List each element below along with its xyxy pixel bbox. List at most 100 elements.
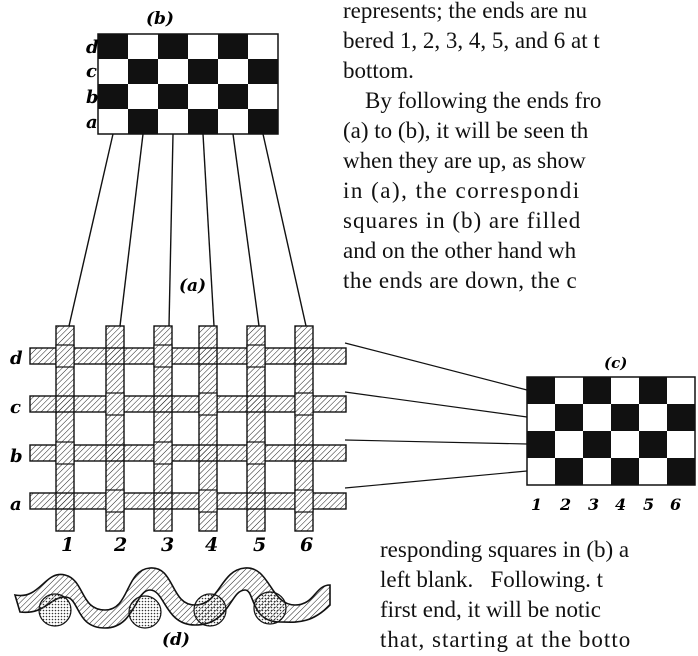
warp-over-weft [294,392,314,416]
text-column-bottom: responding squares in (b) a left blank. … [380,535,631,655]
design-b-filled-square [98,84,128,109]
figure-label-d: (d) [162,630,190,650]
row-label-a-a: a [10,494,22,515]
design-c-filled-square [611,458,639,485]
warp-over-weft [105,489,125,513]
weave-a [29,325,347,532]
row-label-b-b: b [86,87,99,108]
end-number-a-4: 4 [205,534,218,556]
connector-line [168,133,174,327]
warp-over-weft [294,489,314,513]
text-line: (a) to (b), it will be seen th [343,118,589,143]
row-label-a-b: b [10,446,23,467]
design-b-filled-square [248,59,278,84]
connector-line [202,133,215,327]
design-b-filled-square [218,84,248,109]
text-line: and on the other hand wh [343,238,577,263]
end-number-a-1: 1 [61,534,74,556]
connector-line [68,133,114,327]
design-b-filled-square [188,109,218,134]
warp-over-weft [198,392,218,416]
design-c-filled-square [555,404,583,431]
figure-label-c: (c) [604,354,627,372]
text-line: the ends are down, the c [343,268,578,293]
text-line: in (a), the correspondi [343,178,581,203]
warp-over-weft [105,392,125,416]
connector-line [262,133,307,327]
end-number-c-3: 3 [588,495,599,514]
warp-over-weft [246,344,266,368]
figure-label-b: (b) [146,9,174,29]
design-c-filled-square [667,404,695,431]
end-number-c-4: 4 [615,495,626,514]
text-line: represents; the ends are nu [343,0,587,23]
warp-thread [198,325,218,532]
warp-over-weft [198,489,218,513]
warp-cross-section [193,593,227,627]
design-c-filled-square [667,458,695,485]
connector-line [344,439,528,445]
connector-line [344,391,528,418]
text-line: squares in (b) are filled [343,208,582,233]
warp-thread [294,325,314,532]
design-c-filled-square [639,377,667,404]
design-c-filled-square [583,377,611,404]
warp-thread [153,325,173,532]
end-number-c-1: 1 [531,495,542,514]
end-number-a-5: 5 [253,534,266,556]
design-c-filled-square [527,431,555,458]
text-line: bottom. [343,58,414,83]
connector-line [344,342,528,391]
warp-cross-section [38,593,72,627]
design-b-filled-square [218,34,248,59]
design-c-filled-square [611,404,639,431]
warp-over-weft [153,344,173,368]
end-number-a-6: 6 [300,534,313,556]
warp-thread [246,325,266,532]
design-b-filled-square [188,59,218,84]
figure-label-a: (a) [179,276,206,296]
design-b-filled-square [158,84,188,109]
design-b-filled-square [98,34,128,59]
warp-over-weft [55,344,75,368]
design-c-filled-square [583,431,611,458]
text-line: that, starting at the botto [380,627,632,652]
weft-thread [29,444,347,462]
end-number-c-6: 6 [670,495,681,514]
design-b [97,33,279,135]
text-line: By following the ends fro [365,88,602,113]
warp-over-weft [55,441,75,465]
design-b-filled-square [128,59,158,84]
row-label-a-d: d [10,348,23,369]
row-label-b-c: c [86,61,97,82]
row-label-b-a: a [86,112,98,133]
cross-section-d [13,567,331,629]
weft-wave [13,567,331,629]
end-number-c-2: 2 [559,495,571,514]
text-line: first end, it will be notic [380,597,602,622]
connector-lines [68,133,528,489]
design-c-filled-square [527,377,555,404]
text-line: bered 1, 2, 3, 4, 5, and 6 at t [343,28,600,53]
design-c-filled-square [555,458,583,485]
row-label-b-d: d [86,37,99,58]
warp-thread [105,325,125,532]
design-c-filled-square [639,431,667,458]
warp-over-weft [153,441,173,465]
weft-thread [29,347,347,365]
connector-line [344,470,528,489]
connector-line [232,133,260,327]
warp-cross-section [253,591,287,625]
design-b-filled-square [158,34,188,59]
design-c [526,376,696,486]
end-number-c-5: 5 [643,495,654,514]
connector-line [119,133,144,327]
text-column-top: represents; the ends are nu bered 1, 2, … [343,0,601,296]
design-b-filled-square [128,109,158,134]
text-line: responding squares in (b) a [380,537,630,562]
warp-over-weft [246,441,266,465]
row-label-a-c: c [10,397,21,418]
end-number-a-3: 3 [161,534,174,556]
